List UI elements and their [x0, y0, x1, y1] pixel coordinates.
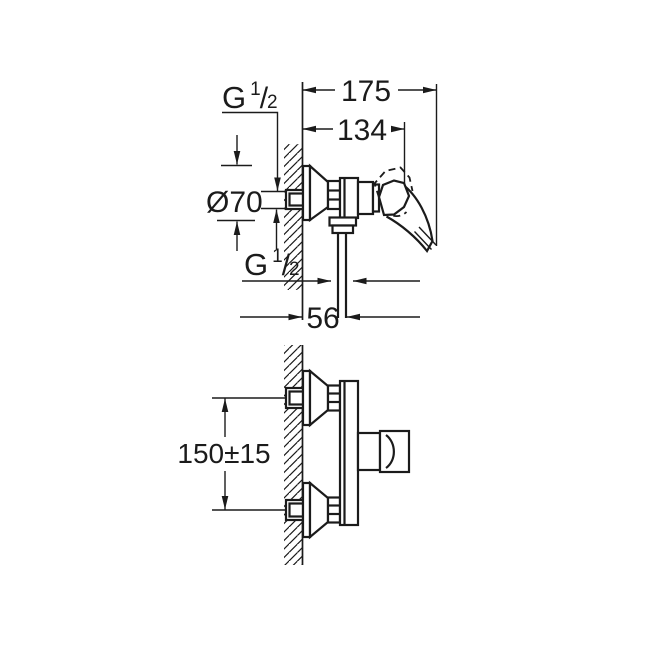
handle-front [356, 429, 411, 474]
inlet-union-square-lower-inner [288, 502, 305, 518]
lever-break-mark [413, 231, 433, 250]
wall-hatch-top [284, 144, 303, 290]
escutcheon-cone-lower [308, 480, 330, 540]
label-outlet-offset: 56 [306, 302, 339, 335]
front-view: 150±15 [177, 345, 411, 565]
handle-hub [377, 179, 411, 217]
inlet-union-square-upper-inner [288, 390, 305, 406]
mixer-body-front [338, 379, 360, 527]
dim-body-depth: 134 [302, 114, 406, 187]
dim-overall-depth: 175 [302, 75, 438, 246]
union-nut-upper [326, 384, 342, 412]
handle-dashed-outline [373, 166, 414, 198]
handle-stem [356, 431, 382, 472]
union-nut [326, 179, 342, 211]
dim-escutcheon-diameter: Ø70 [206, 135, 263, 251]
mixer-body [338, 176, 381, 220]
label-overall-depth: 175 [341, 75, 391, 108]
dim-outlet-offset: 56 [240, 302, 420, 335]
lever-break-mark [418, 226, 437, 246]
escutcheon-cone-upper [308, 368, 330, 428]
label-escutcheon-diameter: Ø70 [206, 186, 263, 219]
wall-union-square-inner [288, 192, 305, 207]
union-nut-lower [326, 496, 342, 524]
wall-hatch-bottom [284, 345, 303, 565]
handle-cap-dome-arc [385, 434, 395, 469]
mixer-front [284, 368, 411, 540]
shower-outlet [328, 216, 358, 318]
escutcheon-cone [308, 163, 330, 223]
mixer-side [284, 163, 437, 318]
label-inlet-spacing: 150±15 [177, 438, 270, 469]
dim-inlet-spacing: 150±15 [177, 397, 291, 511]
label-body-depth: 134 [337, 114, 387, 147]
